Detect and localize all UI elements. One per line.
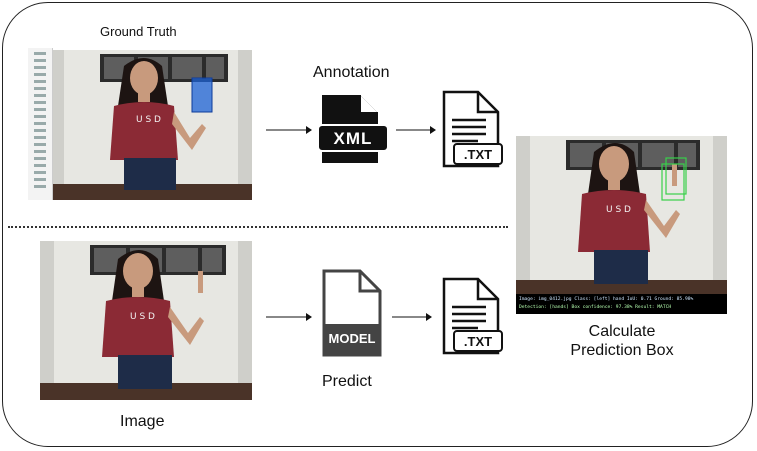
annotation-tool-sidebar[interactable]	[28, 48, 53, 200]
predict-label: Predict	[322, 373, 372, 390]
ground-truth-label: Ground Truth	[100, 24, 177, 39]
arrow-gt-to-xml	[266, 126, 312, 134]
svg-text:U S D: U S D	[130, 312, 155, 322]
image-label: Image	[120, 413, 165, 430]
prediction-status-bar: Image: img_0412.jpg Class: [left] hand I…	[516, 294, 727, 314]
txt-file-icon-bottom: .TXT	[440, 277, 504, 355]
model-file-icon: MODEL	[320, 268, 384, 358]
annotation-label: Annotation	[313, 64, 390, 81]
status-line-2: Detection: [hands] Box confidence: 97.38…	[519, 305, 672, 310]
txt-file-icon-top: .TXT	[440, 90, 504, 168]
svg-text:U S D: U S D	[606, 205, 631, 215]
input-image-photo: U S D	[40, 241, 252, 400]
arrow-model-to-txt	[392, 313, 432, 321]
outer-frame	[2, 2, 753, 447]
ground-truth-photo: U S D	[52, 50, 252, 200]
calculate-label-line2: Prediction Box	[570, 342, 674, 359]
txt-label-top: .TXT	[463, 147, 493, 162]
txt-label-bottom: .TXT	[463, 334, 493, 349]
xml-label: XML	[333, 129, 373, 148]
status-line-1: Image: img_0412.jpg Class: [left] hand I…	[519, 297, 694, 302]
svg-text:U S D: U S D	[136, 115, 161, 125]
prediction-result-photo: U S D	[516, 136, 727, 294]
xml-file-icon: XML	[317, 93, 389, 167]
calculate-label-line1: Calculate	[588, 323, 656, 340]
section-divider	[8, 226, 508, 228]
arrow-xml-to-txt	[396, 126, 436, 134]
model-label: MODEL	[328, 331, 376, 346]
arrow-image-to-model	[266, 313, 312, 321]
